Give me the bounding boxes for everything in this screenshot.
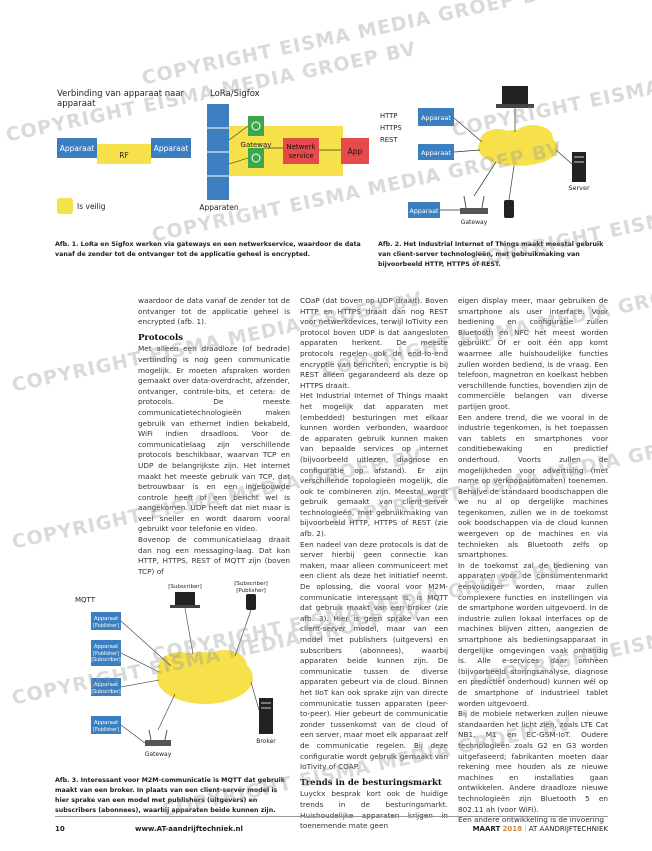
fig3-title: MQTT [75,596,96,604]
fig3-device-1-role: [Publisher] [93,623,119,629]
fig1-rf-label: RF [119,151,129,160]
figure-1-lora-sigfox: Verbinding van apparaat naar apparaat Lo… [57,89,369,214]
issue-info: MAART 2018 | AT AANDRIJFTECHNIEK [473,825,608,833]
laptop-icon [496,86,534,108]
fig1-app-label: App [348,147,363,156]
fig1-legend-label: Is veilig [77,202,106,211]
article-column-3: eigen display meer, maar gebruiken de sm… [458,296,608,826]
fig1-apparaten-label: Apparaten [199,203,238,212]
heading-protocols: Protocols [138,332,183,343]
paragraph: Bij de mobiele netwerken zullen nieuwe s… [458,709,608,814]
fig3-subscriber-publisher-label: [Subscriber][Publisher] [234,581,268,594]
paragraph: Het Industrial Internet of Things maakt … [300,391,448,539]
fig2-device-mid [418,144,454,160]
fig3-broker-cloud [157,650,253,704]
protocol-https: HTTPS [380,124,402,132]
figure-3-mqtt: MQTT [Subscriber] [Subscriber][Publisher… [75,581,276,758]
fig3-device-4-name: Apparaat [94,720,118,726]
fig1-right-title: LoRa/Sigfox [210,89,260,99]
paragraph: COaP (dat boven op UDP draait). Boven HT… [300,296,448,390]
fig3-device-2-name: Apparaat [94,644,118,650]
figure-3-caption: Afb. 3. Interessant voor M2M-communicati… [55,777,285,814]
fig1-rf-band [97,144,151,164]
fig1-gateway-icon [248,116,264,168]
paragraph: Een andere ontwikkeling is de invoering [458,815,604,825]
fig3-device-2 [91,640,121,666]
heading-trends: Trends in de besturingsmarkt [300,777,442,788]
figure-2-caption: Afb. 2. Het Industrial Internet of Thing… [378,241,604,268]
fig1-network-service [283,138,319,164]
protocol-rest: REST [380,136,398,144]
fig2-device-bottom [408,202,440,218]
server-icon [572,152,586,182]
fig3-broker-server-icon [259,698,273,734]
fig1-device-right [151,138,191,158]
fig2-device-mid-label: Apparaat [421,149,451,157]
fig3-gateway-label: Gateway [145,751,172,758]
fig3-broker-label: Broker [256,738,276,745]
fig3-device-3-name: Apparaat [94,682,118,688]
fig3-device-2-role: [Publisher][Subscriber] [91,651,120,663]
fig3-subscriber-label: [Subscriber] [168,584,202,590]
article-column-1: waardoor de data vanaf de zender tot de … [138,296,290,577]
paragraph: Een andere trend, die we vooral in de in… [458,412,608,560]
figure-2-client-server: HTTP HTTPS REST Apparaat Apparaat Server… [380,86,590,226]
fig1-device-left [57,138,97,158]
fig1-left-title: Verbinding van apparaat naar apparaat [57,89,187,109]
fig1-legend-swatch [57,198,73,214]
paragraph: waardoor de data vanaf de zender tot de … [138,296,290,327]
fig2-device-top-label: Apparaat [421,114,451,122]
magazine-name: AT AANDRIJFTECHNIEK [528,825,608,833]
issue-year: 2018 [502,825,522,833]
fig3-device-4-role: [Publisher] [93,727,119,733]
fig3-gateway-icon [145,729,171,746]
fig3-device-4 [91,716,121,734]
paragraph: Met alleen een draadloze (of bedrade) ve… [138,344,290,534]
watermark: COPYRIGHT EISMA MEDIA GROEP BV [140,0,555,90]
figure-1-caption: Afb. 1. LoRa en Sigfox werken via gatewa… [55,241,361,258]
paragraph: eigen display meer, maar gebruiken de sm… [458,296,608,411]
page-number: 10 [55,825,65,833]
fig1-app [341,138,369,164]
fig2-gateway-label: Gateway [461,219,488,226]
fig1-device-right-label: Apparaat [154,144,189,153]
fig3-device-3 [91,678,121,696]
paragraph: In de toekomst zal de bediening van appa… [458,560,608,708]
issue-month: MAART [472,825,501,833]
fig3-device-3-role: [Subscriber] [91,689,120,695]
fig2-device-bottom-label: Apparaat [410,208,439,215]
fig2-device-top [418,108,454,126]
separator: | [524,825,527,833]
fig3-laptop-icon [170,592,200,608]
fig1-gateway-label: Gateway [241,141,272,149]
fig1-device-left-label: Apparaat [60,144,95,153]
protocol-http: HTTP [380,112,397,120]
fig3-device-1-name: Apparaat [94,616,118,622]
paragraph: Een nadeel van deze protocols is dat de … [300,539,448,772]
fig2-server-label: Server [568,184,590,192]
fig2-gateway-icon [460,195,488,214]
fig3-phone-icon [246,594,256,610]
website-link[interactable]: www.AT-aandrijftechniek.nl [135,825,243,833]
phone-icon [504,200,514,218]
article-column-2: COaP (dat boven op UDP draait). Boven HT… [300,296,448,832]
paragraph: Bovenop de communicatielaag draait dan n… [138,535,290,576]
paragraph: Luyckx besprak kort ook de huidige trend… [300,789,448,831]
fig3-device-1 [91,612,121,630]
cloud-icon [478,125,558,166]
page-footer: 10 www.AT-aandrijftechniek.nl MAART 2018… [55,816,608,836]
